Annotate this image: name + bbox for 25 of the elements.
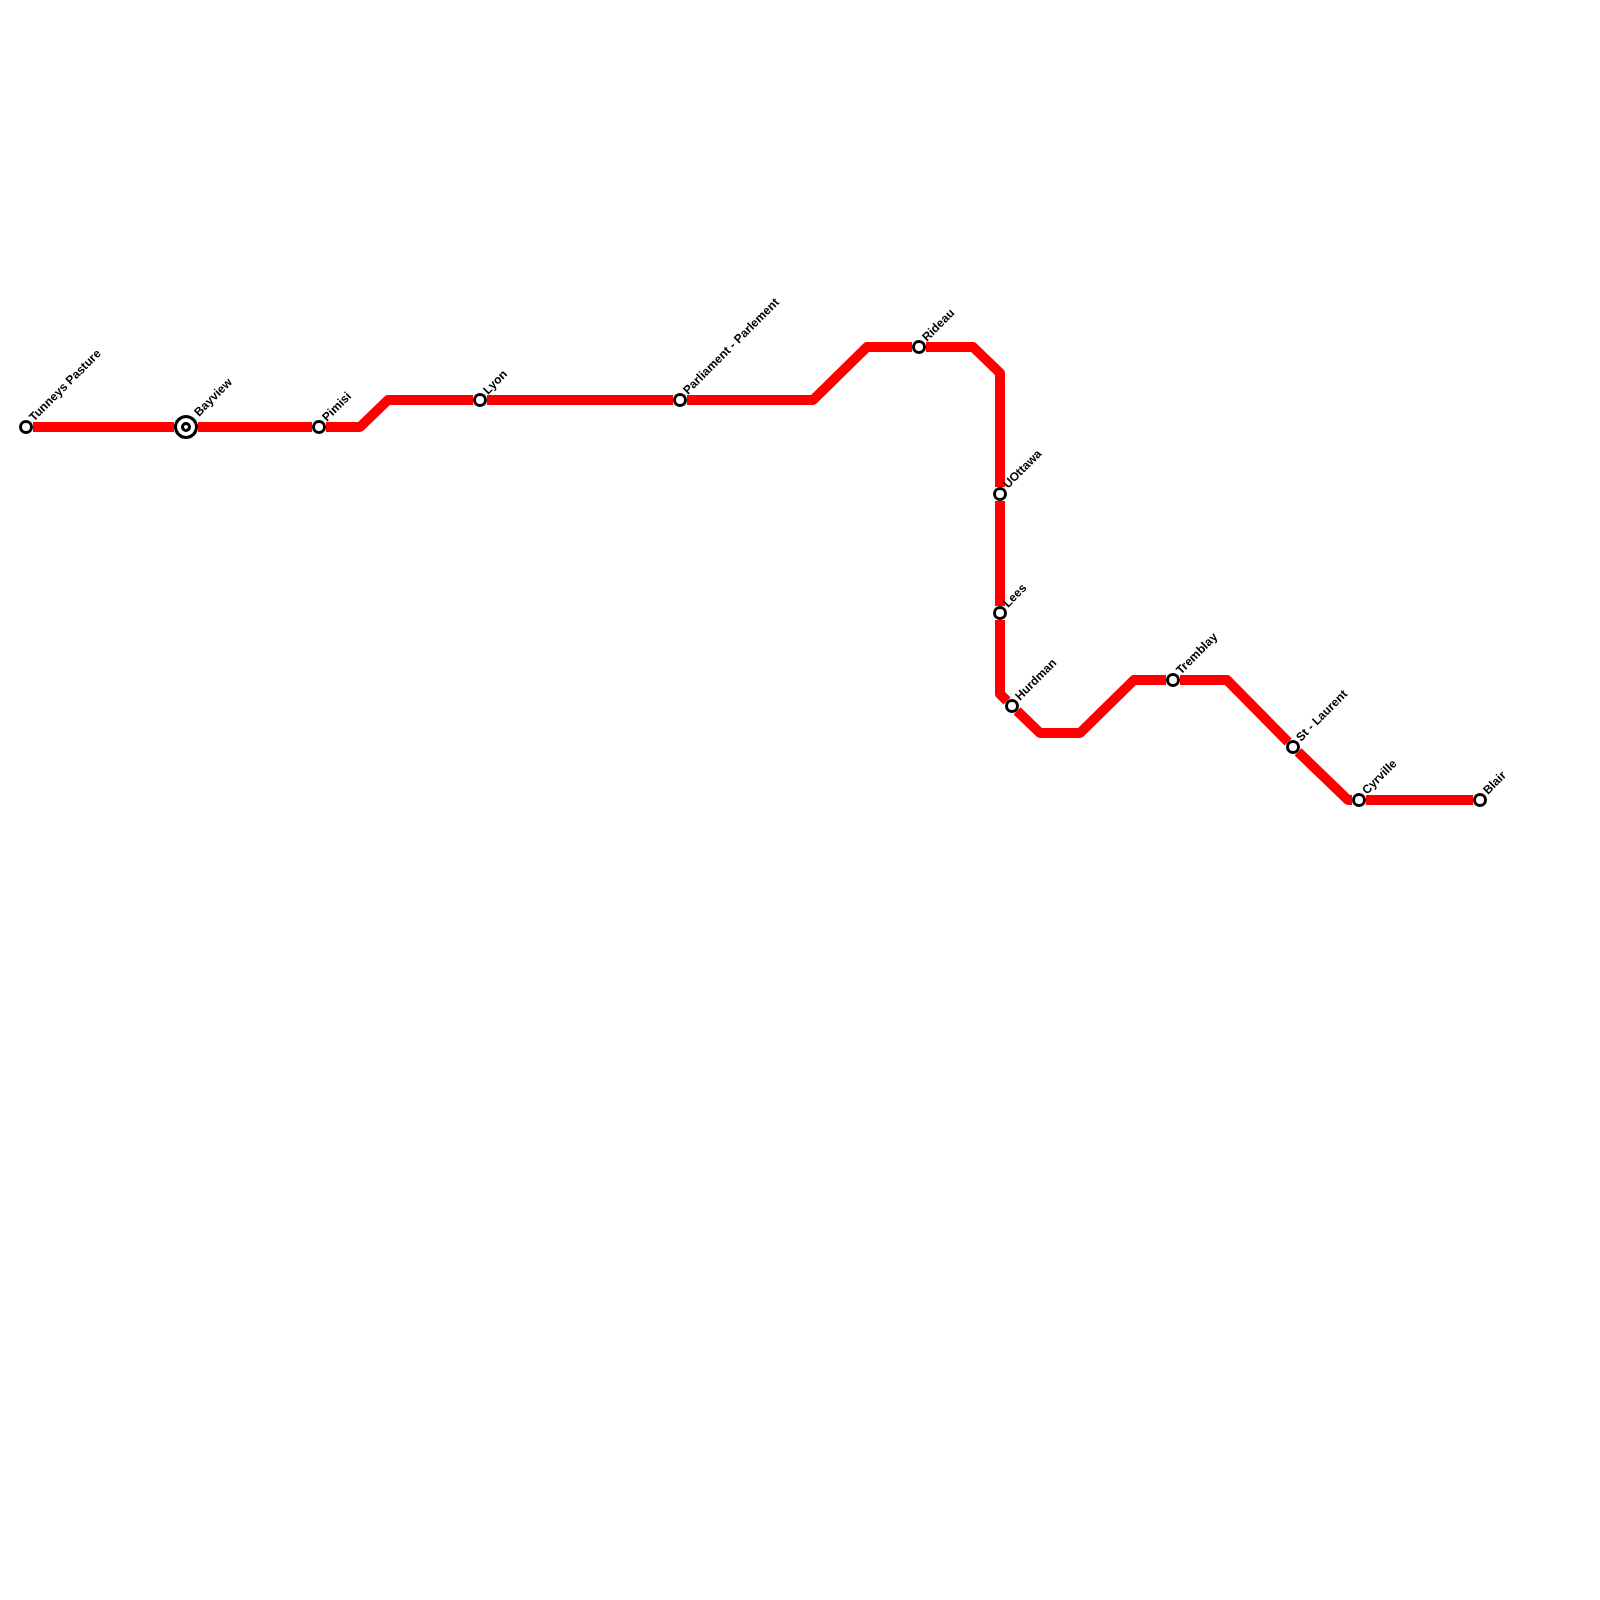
station-marker <box>673 393 687 407</box>
station-marker <box>473 393 487 407</box>
interchange-station-marker <box>174 415 198 439</box>
station-marker <box>912 340 926 354</box>
station-marker <box>993 487 1007 501</box>
metro-line <box>926 342 1005 487</box>
station-marker <box>993 606 1007 620</box>
metro-line <box>1294 748 1353 805</box>
station-marker <box>1166 673 1180 687</box>
metro-line <box>198 422 312 432</box>
metro-line <box>1013 675 1166 738</box>
station-marker <box>1005 699 1019 713</box>
metro-line <box>326 395 473 432</box>
metro-line <box>995 501 1005 606</box>
station-marker <box>19 420 33 434</box>
metro-line <box>687 342 912 405</box>
metro-line <box>1366 795 1473 805</box>
metro-line <box>33 422 174 432</box>
station-marker <box>312 420 326 434</box>
metro-line <box>487 395 673 405</box>
station-marker <box>1286 740 1300 754</box>
station-marker <box>1473 793 1487 807</box>
station-marker <box>1352 793 1366 807</box>
metro-line <box>1180 675 1292 746</box>
metro-line <box>995 620 1011 705</box>
